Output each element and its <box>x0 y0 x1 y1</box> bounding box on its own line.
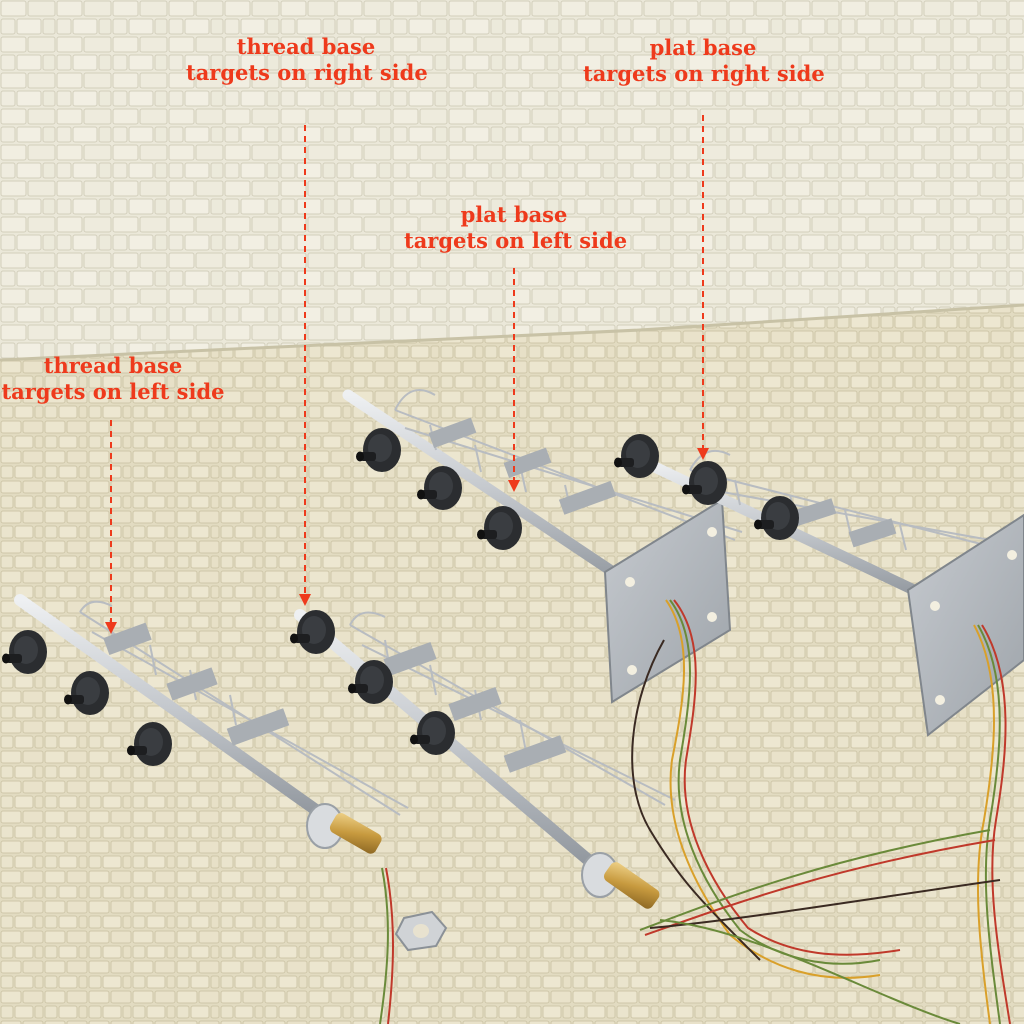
signal-plat-base-left <box>342 389 901 979</box>
annotation-plat-base-left: plat base targets on left side <box>404 202 628 254</box>
annotation-line2: targets on right side <box>186 60 428 85</box>
pointer-lines <box>110 115 704 630</box>
signal-plat-base-right <box>614 434 1024 1024</box>
signal-thread-base-left <box>2 594 448 1024</box>
annotation-line2: targets on right side <box>583 61 825 86</box>
base-plate <box>906 513 1024 737</box>
annotation-line2: targets on left side <box>1 379 225 404</box>
annotation-plat-base-right: plat base targets on right side <box>583 35 825 87</box>
annotation-thread-base-left: thread base targets on left side <box>0 353 226 405</box>
signal-thread-base-right <box>290 609 676 909</box>
floor-background <box>0 305 1024 1024</box>
pointer-arrowheads <box>105 448 709 634</box>
annotation-thread-base-right: thread base targets on right side <box>186 34 428 86</box>
annotation-line1: plat base <box>649 35 757 60</box>
annotation-line1: thread base <box>43 353 183 378</box>
annotation-line1: plat base <box>460 202 568 227</box>
annotation-line2: targets on left side <box>404 228 628 253</box>
wall-background <box>0 0 1024 360</box>
annotation-line1: thread base <box>236 34 376 59</box>
